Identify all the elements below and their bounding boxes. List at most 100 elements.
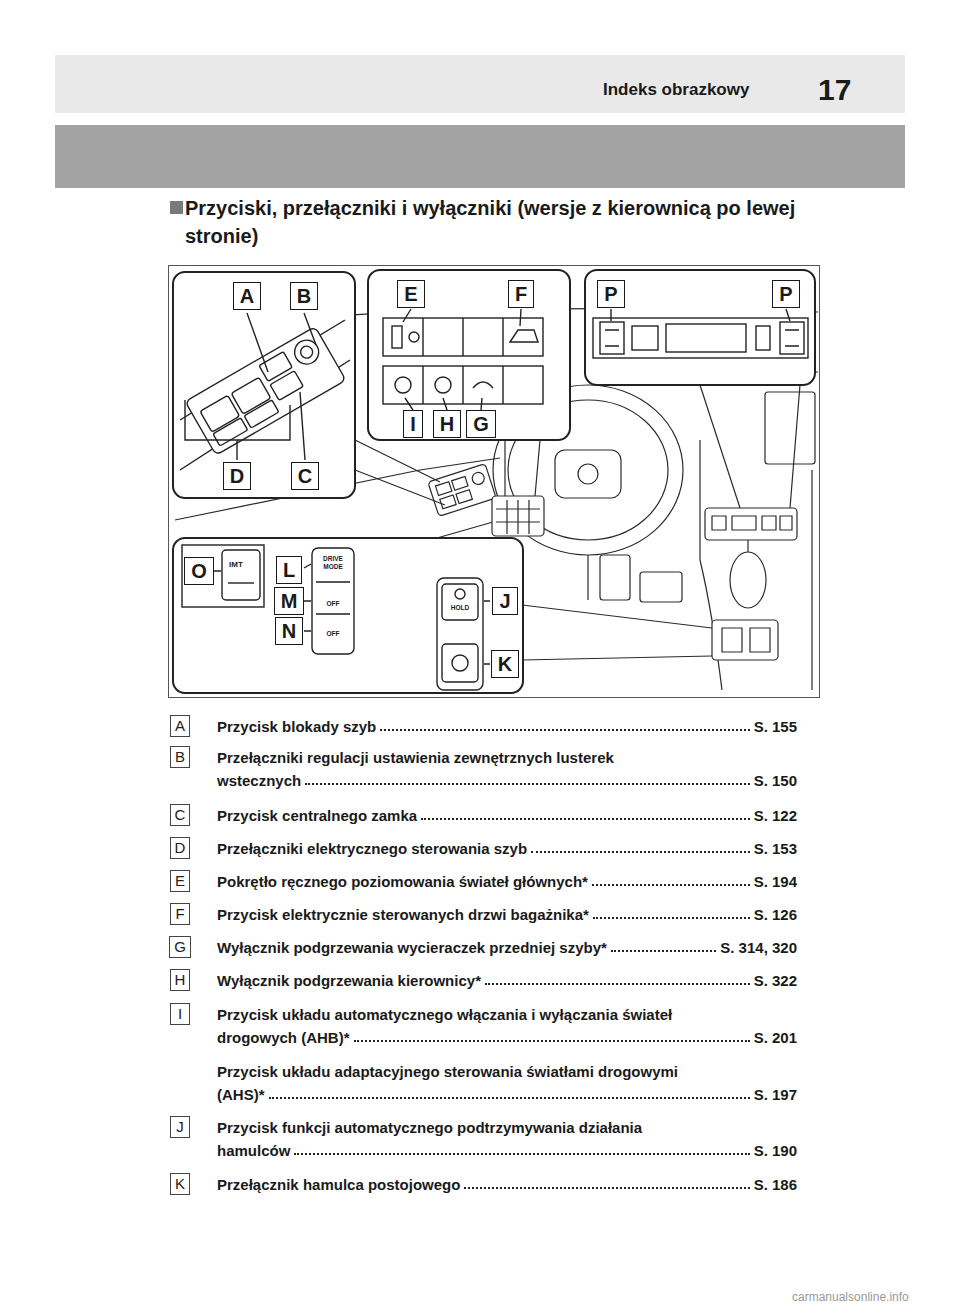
label-text: Wyłącznik podgrzewania kierownicy* [217, 972, 481, 989]
inset-seat-heaters [756, 326, 770, 350]
inset-seat-heaters [585, 270, 815, 385]
index-entry: Przycisk funkcji automatycznego podtrzym… [217, 1116, 702, 1162]
inset-pointer-lines [522, 605, 712, 660]
dot-leader [592, 884, 750, 886]
letter-text: G [174, 937, 186, 957]
label-text: Indeks obrazkowy [603, 80, 749, 99]
inset-console-switches [173, 538, 523, 693]
inset-dash-switches [423, 318, 503, 356]
page-reference: S. 126 [754, 903, 797, 926]
callout-letter: O [184, 557, 214, 585]
dashboard-drawing [492, 496, 544, 536]
label-text: HOLD [451, 604, 469, 611]
dashboard-drawing [747, 540, 748, 552]
inset-console-switches [214, 564, 490, 664]
list-letter-box: K [170, 1173, 190, 1195]
illustration-frame [169, 266, 820, 698]
letter-text: I [410, 411, 416, 437]
inset-dash-switches [383, 318, 543, 356]
dot-leader [294, 1153, 749, 1155]
inset-dash-switches [435, 377, 451, 393]
page-header [55, 55, 905, 214]
list-letter-box: C [170, 804, 191, 826]
page-reference: S. 190 [754, 1139, 797, 1162]
dot-leader [611, 950, 716, 952]
dashboard-drawing [435, 482, 451, 496]
inset-console-switches [312, 548, 354, 654]
dashboard-drawing [578, 464, 598, 484]
inset-console-switches [316, 582, 350, 614]
inset-window-switches [298, 344, 314, 360]
dot-leader [305, 783, 749, 785]
callout-letter: M [274, 587, 305, 615]
list-letter-box: G [169, 936, 191, 958]
letter-text: A [240, 283, 254, 309]
callout-letter: I [403, 410, 423, 438]
dot-leader [380, 729, 749, 731]
index-entry: Przełączniki elektrycznego sterowania sz… [217, 837, 702, 860]
label-text: carmanualsonline.info [792, 1290, 909, 1304]
dashboard-drawing [587, 555, 588, 600]
inset-dash-switches [368, 270, 570, 440]
letter-text: F [515, 281, 527, 307]
dashboard-drawing [765, 392, 815, 464]
inset-window-switches [173, 272, 355, 498]
letter-text: D [175, 838, 186, 858]
running-header: Indeks obrazkowy [603, 80, 749, 100]
page-reference: S. 150 [754, 769, 797, 792]
inset-dash-switches [423, 366, 503, 404]
dashboard-drawing [428, 464, 496, 517]
button-legend: IMT [229, 560, 243, 570]
index-entry: Przycisk układu adaptacyjnego sterowania… [217, 1060, 702, 1106]
section-heading: Przyciski, przełączniki i wyłączniki (we… [185, 194, 805, 250]
inset-dash-switches [368, 270, 570, 440]
page-reference: S. 194 [754, 870, 797, 893]
letter-text: D [230, 463, 244, 489]
inset-seat-heaters [666, 324, 746, 352]
label-text: Przełącznik hamulca postojowego [217, 1176, 460, 1193]
inset-seat-heaters [611, 309, 790, 321]
inset-window-switches [270, 371, 303, 401]
letter-text: H [175, 970, 186, 990]
dashboard-drawing [700, 440, 812, 690]
dashboard-drawing [600, 555, 630, 600]
dashboard-drawing [722, 628, 770, 652]
inset-window-switches [180, 320, 350, 470]
page-header [55, 55, 905, 113]
inset-pointer-lines [700, 385, 800, 508]
label-text: S. 126 [754, 906, 797, 923]
dot-leader [354, 1040, 750, 1042]
list-letter-box: H [170, 969, 191, 991]
illustration-frame [169, 266, 820, 698]
index-entry: Przycisk elektrycznie sterowanych drzwi … [217, 903, 702, 926]
dot-leader [531, 851, 749, 853]
callout-letter: C [291, 462, 319, 490]
page-number: 17 [818, 72, 851, 108]
dot-leader [593, 917, 750, 919]
list-letter-box: D [170, 837, 191, 859]
page-reference: S. 186 [754, 1173, 797, 1196]
label-text: Wyłącznik podgrzewania wycieraczek przed… [217, 939, 607, 956]
inset-window-switches [290, 336, 323, 369]
inset-window-switches [244, 400, 279, 428]
callout-letter: E [397, 280, 424, 308]
inset-seat-heaters [780, 322, 804, 354]
letter-text: B [175, 747, 185, 767]
button-legend: DRIVE MODE [314, 555, 352, 571]
inset-console-switches [228, 582, 254, 583]
dashboard-drawing [496, 500, 540, 534]
letter-text: K [498, 651, 512, 677]
dashboard-drawing [428, 464, 496, 517]
page-reference: S. 153 [754, 837, 797, 860]
inset-seat-heaters [600, 322, 624, 354]
inset-seat-heaters [605, 330, 799, 346]
label-text: S. 155 [754, 718, 797, 735]
list-letter-box: E [170, 870, 190, 892]
inset-window-switches [185, 327, 346, 456]
callout-letter: B [290, 282, 318, 310]
inset-dash-switches [395, 377, 411, 393]
index-entry: Przycisk blokady szyb [217, 715, 702, 738]
inset-dash-switches [383, 366, 543, 404]
inset-dash-switches [473, 382, 493, 388]
